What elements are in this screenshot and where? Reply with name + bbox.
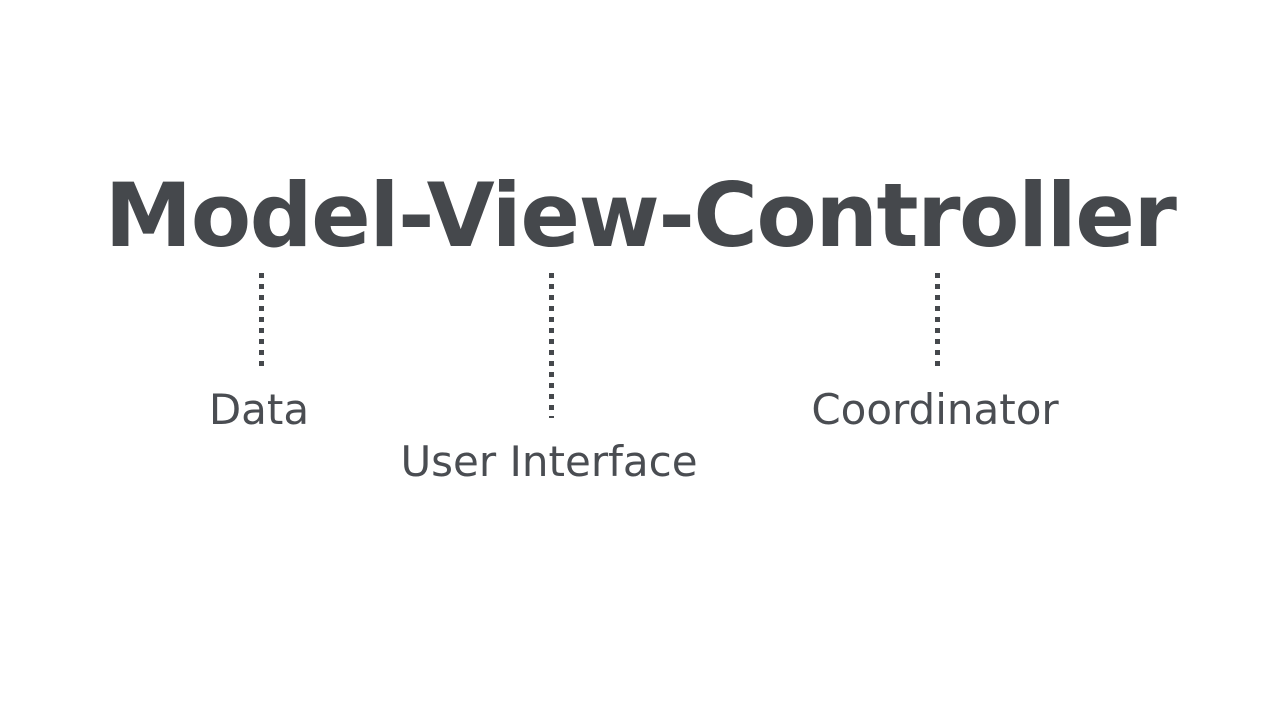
page-title: Model-View-Controller <box>104 164 1177 267</box>
connector-line-view <box>549 273 554 418</box>
connector-line-model <box>259 273 264 366</box>
annotation-label-controller: Coordinator <box>811 385 1059 434</box>
annotation-label-view: User Interface <box>400 437 698 486</box>
connector-line-controller <box>935 273 940 366</box>
annotation-label-model: Data <box>208 385 310 434</box>
